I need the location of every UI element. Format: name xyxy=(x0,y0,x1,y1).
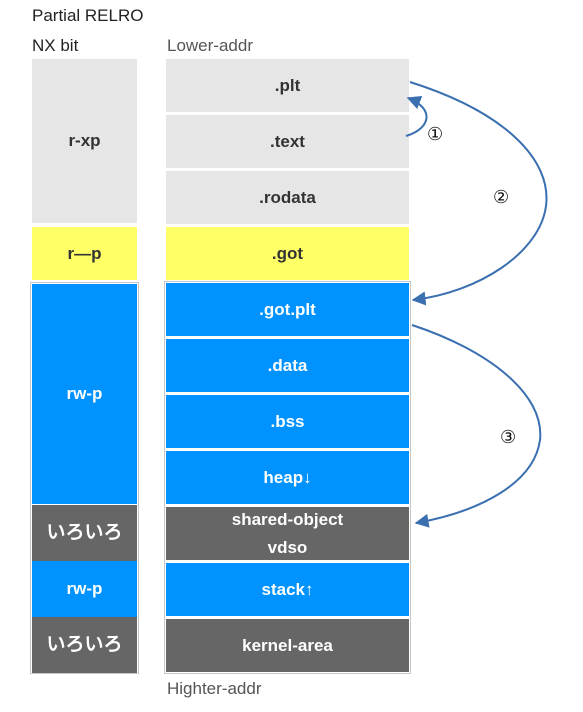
section-plt: .plt xyxy=(166,59,409,112)
section-bss: .bss xyxy=(166,395,409,448)
nx-bit-label: NX bit xyxy=(32,36,79,55)
arrow-3-label: ③ xyxy=(500,427,516,448)
arrow-3 xyxy=(411,324,542,528)
permission-misc: いろいろ xyxy=(32,505,137,561)
section-text: .text xyxy=(166,115,409,168)
arrow-1 xyxy=(405,95,428,137)
lower-addr-label: Lower-addr xyxy=(167,36,253,55)
higher-addr-label: Highter-addr xyxy=(167,679,262,698)
arrow-1-label: ① xyxy=(427,124,443,145)
section-rodata: .rodata xyxy=(166,171,409,224)
permission-misc-kernel: いろいろ xyxy=(32,617,137,673)
diagram-title: Partial RELRO xyxy=(32,6,144,25)
section-got-plt: .got.plt xyxy=(166,283,409,336)
section-heap: heap↓ xyxy=(166,451,409,504)
section-data: .data xyxy=(166,339,409,392)
section-kernel-area: kernel-area xyxy=(166,619,409,672)
permission-r-p: r—p xyxy=(32,227,137,280)
permission-r-xp: r-xp xyxy=(32,59,137,223)
arrow-2 xyxy=(409,81,548,306)
arrow-2-label: ② xyxy=(493,187,509,208)
section-got: .got xyxy=(166,227,409,280)
permission-rw-p-stack: rw-p xyxy=(32,561,137,617)
section-stack: stack↑ xyxy=(166,563,409,616)
permission-rw-p: rw-p xyxy=(32,284,137,504)
section-shared-object-vdso: shared-object vdso xyxy=(166,507,409,560)
